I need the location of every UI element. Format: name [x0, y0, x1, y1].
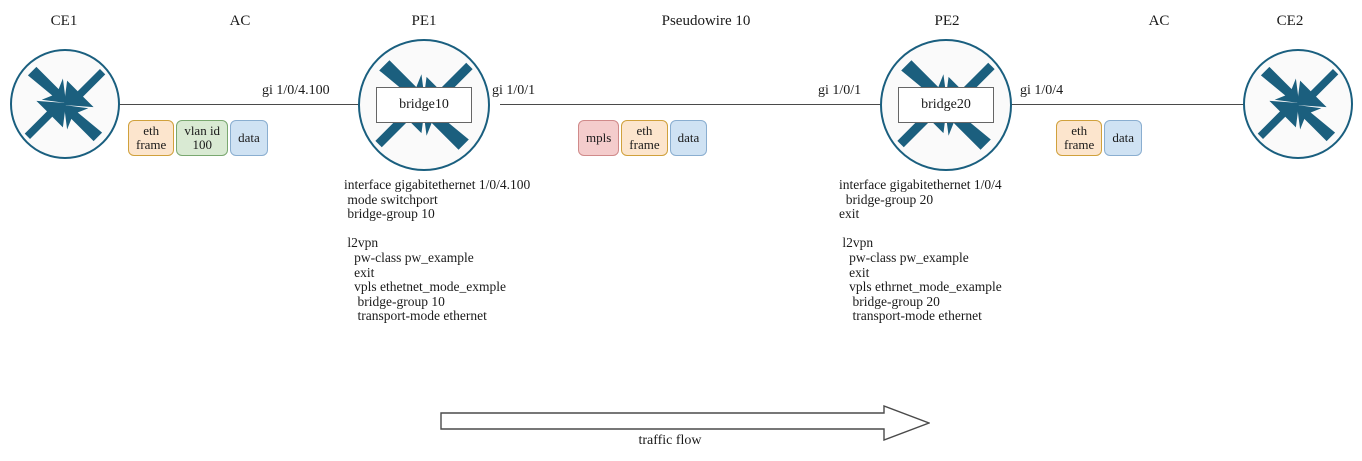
router-arrows-icon	[1245, 51, 1351, 157]
link-pe2-ce2	[1011, 104, 1273, 105]
node-caption-ac-left: AC	[229, 13, 251, 29]
router-ce2	[1243, 49, 1353, 159]
packet-field-eth-frame: eth frame	[128, 120, 175, 156]
node-caption-pseudowire: Pseudowire 10	[661, 13, 751, 29]
interface-label-gi-ce1-pe1: gi 1/0/4.100	[262, 83, 330, 98]
node-caption-ce2: CE2	[1276, 13, 1304, 29]
node-caption-ac-right: AC	[1148, 13, 1170, 29]
packet-field-eth-frame: eth frame	[1056, 120, 1103, 156]
node-caption-pe1: PE1	[411, 13, 437, 29]
link-ce1-pe1	[118, 104, 363, 105]
node-caption-pe2: PE2	[934, 13, 960, 29]
router-arrows-icon	[12, 51, 118, 157]
traffic-flow-label: traffic flow	[638, 433, 702, 448]
packet-field-mpls: mpls	[578, 120, 620, 156]
node-caption-ce1: CE1	[50, 13, 78, 29]
interface-label-gi-pe1-core: gi 1/0/1	[492, 83, 536, 98]
interface-label-gi-pe2-ce2: gi 1/0/4	[1020, 83, 1064, 98]
bridge-box-pe1: bridge10	[376, 87, 472, 123]
pe1-config: interface gigabitethernet 1/0/4.100 mode…	[344, 177, 531, 324]
traffic-flow-arrow	[440, 404, 931, 442]
interface-label-gi-pe2-core: gi 1/0/1	[818, 83, 862, 98]
packet-field-data: data	[669, 120, 708, 156]
bridge-box-pe2: bridge20	[898, 87, 994, 123]
packet-field-data: data	[1104, 120, 1142, 156]
link-pe1-pe2	[500, 104, 882, 105]
packet-field-vlan-id: vlan id 100	[176, 120, 229, 156]
pe2-config: interface gigabitethernet 1/0/4 bridge-g…	[839, 177, 1002, 324]
packet-field-eth-frame: eth frame	[621, 120, 668, 156]
packet-field-data: data	[230, 120, 268, 156]
router-ce1	[10, 49, 120, 159]
